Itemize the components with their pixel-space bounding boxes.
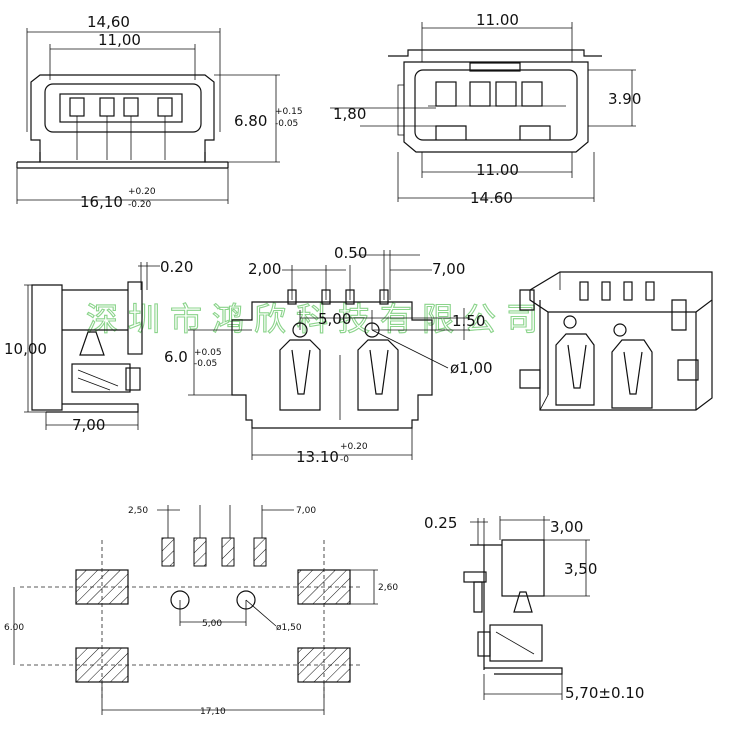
front-height-tol-minus: -0.05 <box>275 119 298 129</box>
front-view: 14,60 11,00 6.80 +0.15 -0.05 16,10 +0.20… <box>16 13 303 211</box>
body-view: 2,00 0.50 7,00 5,00 1.50 ø1,00 6.0 +0.05… <box>164 244 493 466</box>
top-bottom-overall-width: 14.60 <box>470 189 513 207</box>
front-height-value: 6.80 <box>234 112 267 130</box>
profile-length: 5,70±0.10 <box>565 684 644 702</box>
body-hole-height-tol-plus: +0.05 <box>194 348 222 358</box>
side-view: 0.20 10,00 7,00 <box>4 258 193 434</box>
footprint-pad-height: 2,60 <box>378 583 398 593</box>
body-hole-height: 6.0 <box>164 348 188 366</box>
side-height: 10,00 <box>4 340 47 358</box>
footprint-pad-span: 7,00 <box>296 506 316 516</box>
profile-view: 0.25 3,00 3,50 5,70±0.10 <box>424 514 644 702</box>
profile-width: 3,00 <box>550 518 583 536</box>
profile-thickness: 0.25 <box>424 514 457 532</box>
footprint-pad-pitch: 2,50 <box>128 506 148 516</box>
body-hole-diameter: ø1,00 <box>450 359 493 377</box>
top-tab-height: 1,80 <box>333 105 366 123</box>
company-watermark: 深圳市鸿欣科技有限公司 <box>86 300 548 338</box>
body-width-tol-minus: -0 <box>340 455 349 465</box>
front-base-tol-plus: +0.20 <box>128 187 156 197</box>
side-depth: 7,00 <box>72 416 105 434</box>
profile-height: 3,50 <box>564 560 597 578</box>
footprint-view: 2,50 7,00 2,60 6.00 5,00 ø1,50 17,10 <box>4 505 398 717</box>
footprint-hole-spacing: 5,00 <box>202 619 222 629</box>
body-hole-offset: 1.50 <box>452 312 485 330</box>
side-thickness: 0.20 <box>160 258 193 276</box>
footprint-overall-width: 17,10 <box>200 707 226 717</box>
body-pin-span: 7,00 <box>432 260 465 278</box>
top-view: 11.00 3.90 1,80 11.00 14.60 <box>330 11 641 207</box>
body-width: 13.10 <box>296 448 339 466</box>
top-width: 11.00 <box>476 11 519 29</box>
front-base-width: 16,10 <box>80 193 123 211</box>
body-pin-pitch: 2,00 <box>248 260 281 278</box>
front-overall-width: 14,60 <box>87 13 130 31</box>
body-pin-gap: 0.50 <box>334 244 367 262</box>
body-hole-spacing: 5,00 <box>318 310 351 328</box>
top-side-height: 3.90 <box>608 90 641 108</box>
body-width-tol-plus: +0.20 <box>340 442 368 452</box>
front-height-tol-plus: +0.15 <box>275 107 303 117</box>
footprint-row-spacing: 6.00 <box>4 623 24 633</box>
footprint-hole-diameter: ø1,50 <box>276 623 302 633</box>
top-bottom-inner-width: 11.00 <box>476 161 519 179</box>
body-hole-height-tol-minus: -0.05 <box>194 359 217 369</box>
front-base-tol-minus: -0.20 <box>128 200 152 210</box>
front-inner-width: 11,00 <box>98 31 141 49</box>
isometric-view <box>519 271 713 411</box>
